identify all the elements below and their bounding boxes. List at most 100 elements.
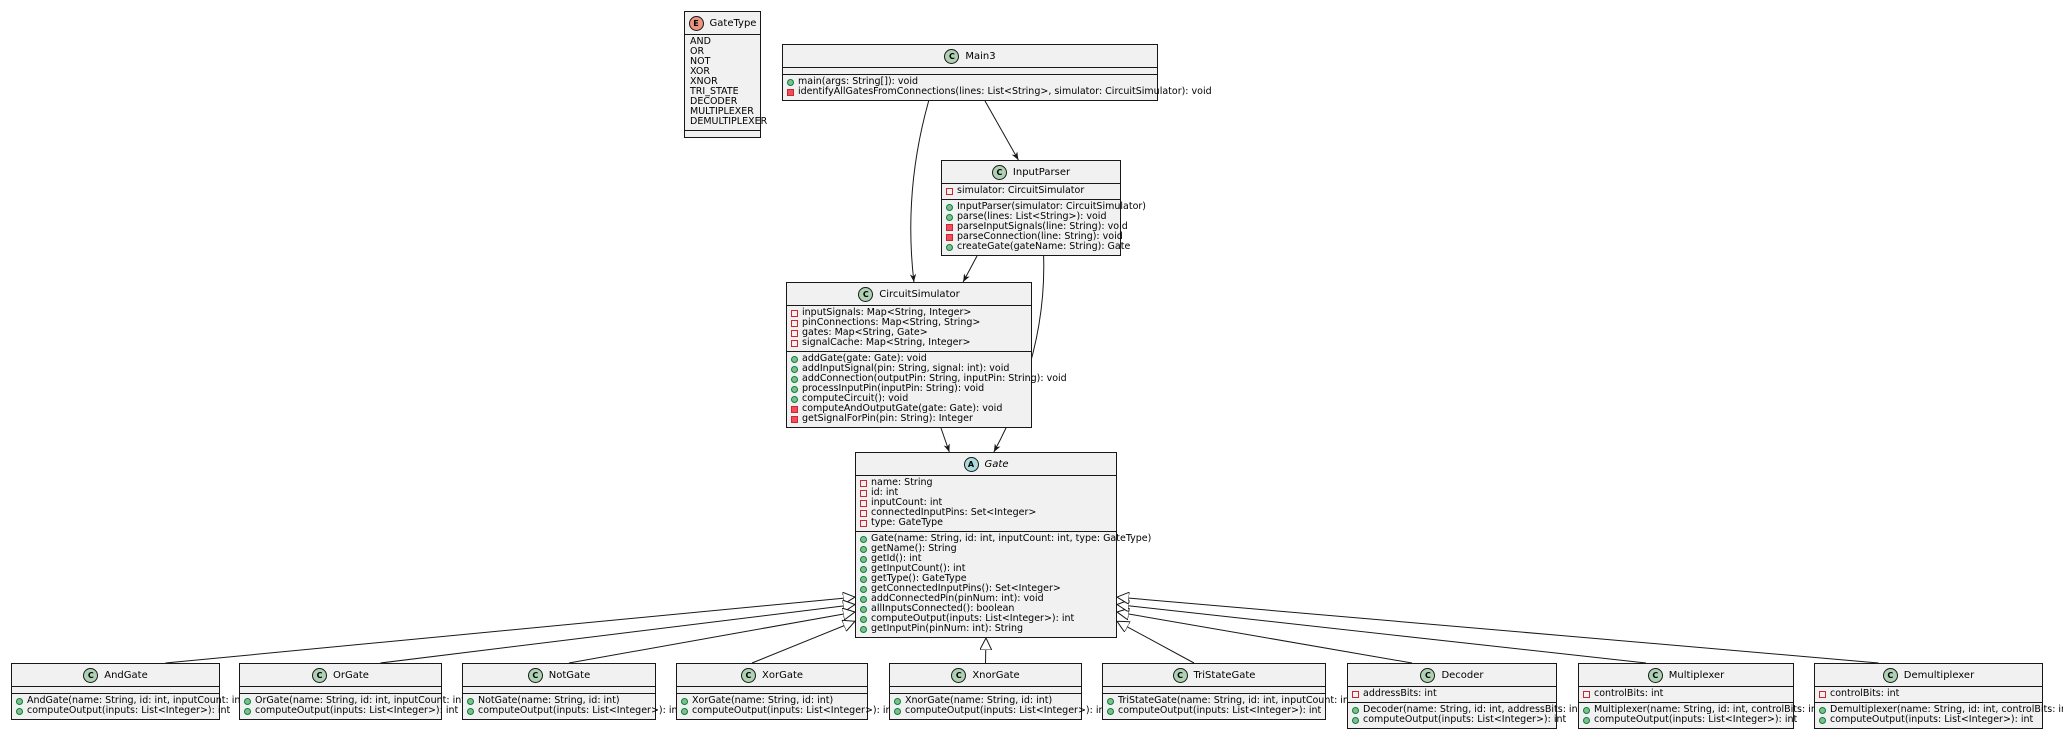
method: computeOutput(inputs: List<Integer>): in… <box>244 706 458 716</box>
public-visibility-icon <box>791 385 798 393</box>
class-name: TriStateGate <box>1193 669 1256 681</box>
private-visibility-icon <box>791 405 798 413</box>
public-visibility-icon <box>467 707 474 715</box>
method: getSignalForPin(pin: String): Integer <box>791 414 1028 424</box>
method: computeOutput(inputs: List<Integer>): in… <box>860 614 1113 624</box>
enum-value: MULTIPLEXER <box>690 106 754 117</box>
member-text: connectedInputPins: Set<Integer> <box>871 507 1037 518</box>
member-text: pinConnections: Map<String, String> <box>802 317 981 328</box>
member-text: controlBits: int <box>1594 688 1664 699</box>
member-text: parseConnection(line: String): void <box>957 231 1123 242</box>
private-visibility-icon <box>860 519 867 527</box>
association-arrow <box>962 255 978 283</box>
methods-section: XnorGate(name: String, id: int)computeOu… <box>890 694 1108 719</box>
member-text: computeOutput(inputs: List<Integer>): in… <box>1594 714 1798 725</box>
fields-section: addressBits: int <box>1348 687 1556 703</box>
member-text: main(args: String[]): void <box>798 76 918 87</box>
class-name: CircuitSimulator <box>879 288 960 300</box>
class-circuitsimulator[interactable]: C CircuitSimulator inputSignals: Map<Strin… <box>786 282 1067 428</box>
member-text: getType(): GateType <box>871 573 967 584</box>
private-visibility-icon <box>791 415 798 423</box>
inheritance-arrow <box>165 597 856 664</box>
member-text: addConnection(outputPin: String, inputPi… <box>802 373 1067 384</box>
class-icon: C <box>944 48 960 64</box>
enum-value: XOR <box>690 66 710 77</box>
class-name: AndGate <box>104 669 148 681</box>
method: computeOutput(inputs: List<Integer>): in… <box>1819 715 2039 725</box>
enum-value: TRI_STATE <box>690 86 739 97</box>
member-text: type: GateType <box>871 517 944 528</box>
member-text: computeOutput(inputs: List<Integer>): in… <box>1363 714 1567 725</box>
public-visibility-icon <box>860 615 867 623</box>
method: parse(lines: List<String>): void <box>946 212 1117 222</box>
association-arrow <box>993 255 1045 453</box>
public-visibility-icon <box>946 203 953 211</box>
member-text: addInputSignal(pin: String, signal: int)… <box>802 363 1010 374</box>
public-visibility-icon <box>1107 707 1114 715</box>
method: computeAndOutputGate(gate: Gate): void <box>791 404 1028 414</box>
public-visibility-icon <box>244 707 251 715</box>
class-icon: C <box>858 286 874 302</box>
public-visibility-icon <box>1583 706 1590 714</box>
inheritance-arrow <box>1117 612 1413 664</box>
class-name: Multiplexer <box>1668 669 1725 681</box>
member-text: computeAndOutputGate(gate: Gate): void <box>802 403 1003 414</box>
private-visibility-icon <box>946 223 953 231</box>
method: main(args: String[]): void <box>787 77 1154 87</box>
member-text: computeOutput(inputs: List<Integer>): in… <box>871 613 1075 624</box>
private-visibility-icon <box>860 499 867 507</box>
method: createGate(gateName: String): Gate <box>946 242 1130 252</box>
member-text: id: int <box>871 487 899 498</box>
class-icon: C <box>83 667 99 683</box>
member-text: controlBits: int <box>1830 688 1900 699</box>
public-visibility-icon <box>467 697 474 705</box>
method: InputParser(simulator: CircuitSimulator) <box>946 202 1146 212</box>
member-text: Multiplexer(name: String, id: int, contr… <box>1594 704 1825 715</box>
methods-section: TriStateGate(name: String, id: int, inpu… <box>1103 694 1356 719</box>
field: controlBits: int <box>1583 689 1790 699</box>
public-visibility-icon <box>791 355 798 363</box>
public-visibility-icon <box>860 575 867 583</box>
method: addConnection(outputPin: String, inputPi… <box>791 374 1067 384</box>
member-text: parseInputSignals(line: String): void <box>957 221 1128 232</box>
member-text: InputParser(simulator: CircuitSimulator) <box>957 201 1146 212</box>
public-visibility-icon <box>1819 716 1826 724</box>
member-text: addressBits: int <box>1363 688 1437 699</box>
member-text: inputSignals: Map<String, Integer> <box>802 307 972 318</box>
member-text: computeOutput(inputs: List<Integer>): in… <box>478 705 682 716</box>
field: inputSignals: Map<String, Integer> <box>791 308 1028 318</box>
public-visibility-icon <box>1583 716 1590 724</box>
enum-value: XNOR <box>690 76 718 87</box>
member-text: XnorGate(name: String, id: int) <box>905 695 1053 706</box>
association-arrow <box>940 427 950 453</box>
field: simulator: CircuitSimulator <box>946 186 1117 196</box>
member-text: getSignalForPin(pin: String): Integer <box>802 413 973 424</box>
methods-section: NotGate(name: String, id: int)computeOut… <box>463 694 681 719</box>
method: computeOutput(inputs: List<Integer>): in… <box>1583 715 1797 725</box>
method: computeOutput(inputs: List<Integer>): in… <box>1352 715 1566 725</box>
field: inputCount: int <box>860 498 1113 508</box>
class-header: C AndGate <box>12 664 219 687</box>
inheritance-arrow <box>986 638 987 664</box>
private-visibility-icon <box>860 489 867 497</box>
member-text: getConnectedInputPins(): Set<Integer> <box>871 583 1061 594</box>
member-text: AndGate(name: String, id: int, inputCoun… <box>27 695 248 706</box>
